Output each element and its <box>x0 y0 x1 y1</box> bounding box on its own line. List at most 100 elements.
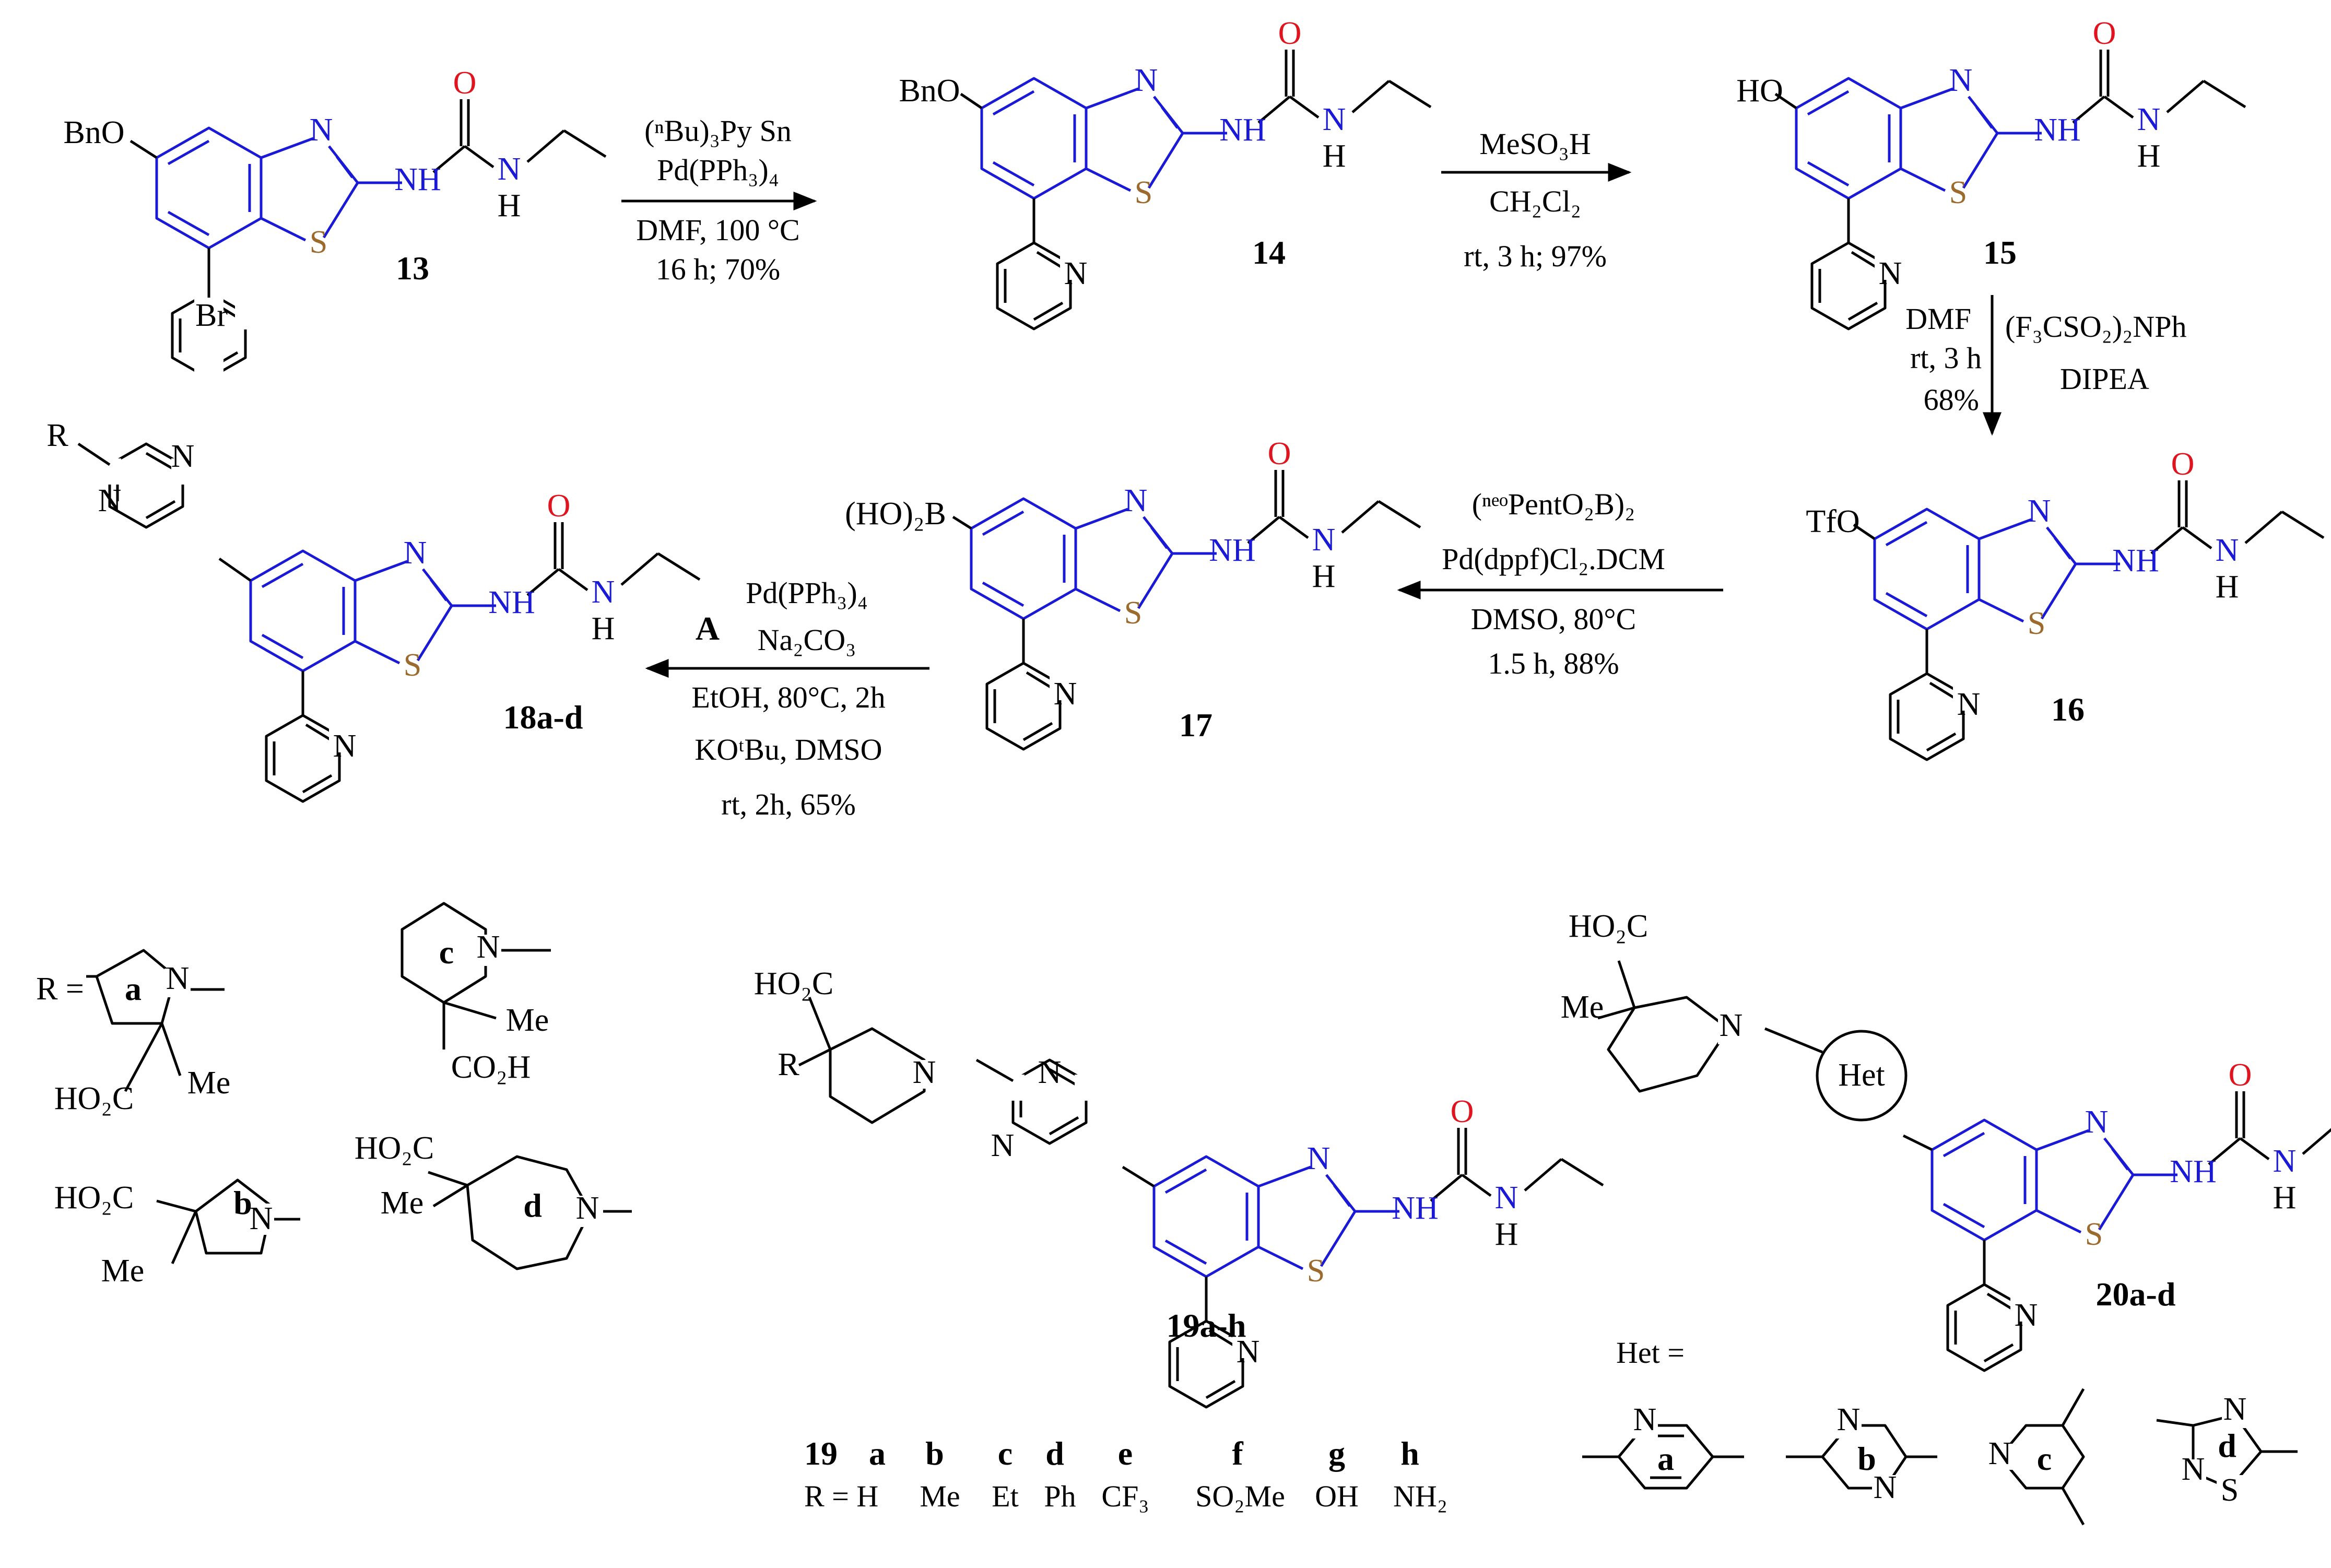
compound-label: 16 <box>2051 691 2085 728</box>
atom-nh: NH <box>488 585 535 620</box>
arrow-step-3: DMF rt, 3 h 68% (F₃CSO₂)₂NPh DIPEA <box>1905 295 2187 436</box>
compound-label: 19a-h <box>1167 1307 1246 1344</box>
table-value: Ph <box>1044 1479 1076 1513</box>
atom-nh: NH <box>1209 533 1256 568</box>
atom-n: N <box>1495 1180 1518 1216</box>
bromo-label: Br <box>195 298 228 333</box>
r-group-d: N d HO₂C Me <box>355 1130 632 1270</box>
atom-n: N <box>250 1201 273 1236</box>
methyl-label: Me <box>506 1003 549 1038</box>
atom-h: H <box>2273 1180 2297 1216</box>
compound-13: N S NH O N H BnO Br 13 <box>63 65 606 399</box>
reagent-label: MeSO₃H <box>1479 127 1591 161</box>
compound-label: 18a-d <box>503 699 583 736</box>
condition-label: DMSO, 80°C <box>1471 602 1636 636</box>
atom-s: S <box>1124 595 1142 631</box>
atom-n: N <box>2273 1143 2297 1179</box>
table-value: CF₃ <box>1101 1479 1149 1513</box>
carboxyl-label: HO₂C <box>754 966 834 1001</box>
atom-n: N <box>1054 676 1077 712</box>
het-equals-label: Het = <box>1616 1336 1685 1370</box>
atom-o: O <box>2171 446 2195 482</box>
methyl-label: Me <box>381 1185 424 1221</box>
atom-n: N <box>991 1128 1015 1163</box>
atom-n: N <box>1720 1008 1743 1043</box>
arrow-step-5: A Pd(PPh₃)₄ Na₂CO₃ EtOH, 80°C, 2h KOᵗBu,… <box>645 576 929 821</box>
carboxyl-label: HO₂C <box>1569 909 1649 944</box>
reagent-label: (F₃CSO₂)₂NPh <box>2005 310 2187 344</box>
r-group-letter: c <box>439 934 454 971</box>
yield-label: 16 h; 70% <box>656 252 780 286</box>
r-group-letter: a <box>125 970 142 1007</box>
compound-18: N S NH O N H N N N R 18a-d <box>46 418 700 801</box>
atom-s: S <box>404 647 421 683</box>
table-value: SO₂Me <box>1195 1479 1285 1513</box>
table-letter: g <box>1328 1435 1345 1472</box>
base-label: DIPEA <box>2060 362 2149 396</box>
r-equals-label: R = <box>36 971 84 1007</box>
table-letter: f <box>1232 1435 1243 1472</box>
atom-n: N <box>1949 63 1973 98</box>
condition-label: KOᵗBu, DMSO <box>694 733 882 767</box>
table-letter: b <box>925 1435 944 1472</box>
atom-n: N <box>1124 483 1148 518</box>
table-letter: a <box>869 1435 886 1472</box>
atom-n: N <box>2015 1298 2038 1333</box>
procedure-label: A <box>696 610 720 647</box>
atom-o: O <box>2093 16 2116 51</box>
atom-s: S <box>2085 1217 2103 1252</box>
reagent-label: (ⁿBu)₃Py Sn <box>644 114 792 148</box>
table-value: OH <box>1315 1479 1359 1513</box>
atom-nh: NH <box>1219 112 1266 148</box>
arrow-step-2: MeSO₃H CH₂Cl₂ rt, 3 h; 97% <box>1441 127 1632 273</box>
het-label: Het <box>1838 1057 1885 1093</box>
carboxyl-label: CO₂H <box>451 1050 531 1085</box>
solvent-label: DMF <box>1905 302 1971 336</box>
methyl-label: Me <box>101 1253 145 1289</box>
atom-h: H <box>592 611 615 646</box>
catalyst-label: Pd(dppf)Cl₂.DCM <box>1442 542 1665 576</box>
atom-n: N <box>576 1190 599 1226</box>
compound-20: N Het N S NH O N H N HO₂C Me 20a-d <box>1561 909 2331 1371</box>
table-head: 19 <box>804 1435 838 1472</box>
atom-n: N <box>1874 1470 1897 1505</box>
hydroxy-label: HO <box>1736 73 1783 109</box>
atom-o: O <box>2229 1057 2252 1093</box>
catalyst-label: Pd(PPh₃)₄ <box>746 576 868 610</box>
arrow-step-4: (ⁿᵉᵒPentO₂B)₂ Pd(dppf)Cl₂.DCM DMSO, 80°C… <box>1397 487 1723 680</box>
atom-n: N <box>2182 1452 2205 1487</box>
base-label: Na₂CO₃ <box>758 623 856 657</box>
atom-n: N <box>310 112 333 148</box>
yield-label: rt, 3 h; 97% <box>1464 239 1607 273</box>
carboxyl-label: HO₂C <box>54 1180 134 1216</box>
r-group-letter: b <box>233 1184 252 1221</box>
reagent-label: Pd(PPh₃)₄ <box>657 153 779 187</box>
het-a: N a <box>1582 1402 1744 1490</box>
r-group-label: R <box>46 418 68 453</box>
atom-s: S <box>1949 175 1967 210</box>
carboxyl-label: HO₂C <box>54 1081 134 1116</box>
atom-o: O <box>1451 1094 1474 1129</box>
atom-n: N <box>498 151 521 187</box>
compound-15: N S NH O N H N HO 15 <box>1736 16 2245 329</box>
triflate-label: TfO <box>1806 504 1859 539</box>
table-19: 19 a b c d e f g h R = H Me Et Ph CF₃ SO… <box>804 1435 1447 1513</box>
atom-n: N <box>404 535 427 571</box>
table-letter: e <box>1118 1435 1133 1472</box>
atom-o: O <box>547 488 571 524</box>
condition-label: DMF, 100 °C <box>636 213 799 247</box>
atom-n: N <box>98 483 122 518</box>
atom-n: N <box>1988 1436 2012 1471</box>
table-value: Et <box>992 1479 1019 1513</box>
compound-19: N N S NH O N H N N N HO₂C R 19a-h <box>754 966 1603 1407</box>
atom-n: N <box>2137 102 2161 137</box>
atom-h: H <box>1495 1217 1518 1252</box>
atom-n: N <box>592 574 615 610</box>
atom-n: N <box>1135 63 1158 98</box>
atom-n: N <box>913 1055 936 1090</box>
atom-o: O <box>1278 16 1302 51</box>
table-letter: c <box>998 1435 1013 1472</box>
r-group-a: N a HO₂C Me <box>54 949 230 1116</box>
atom-n: N <box>1323 102 1346 137</box>
het-d: N N S d <box>2156 1392 2298 1508</box>
